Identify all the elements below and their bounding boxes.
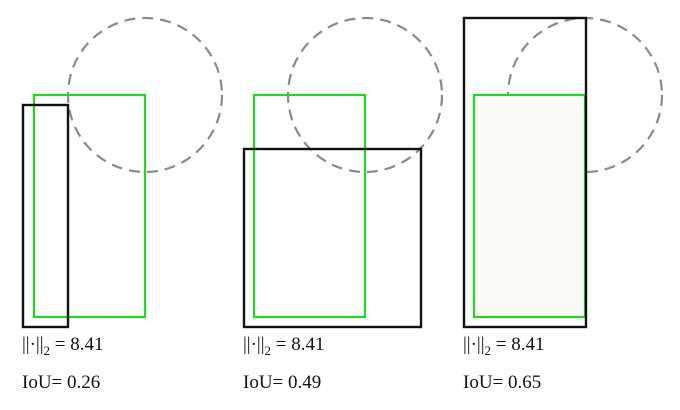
panel-1-iou-label: IoU= 0.26: [22, 372, 101, 393]
panel-1-norm-label: ||·||2 = 8.41: [22, 334, 104, 358]
panel-3-ground-truth-box: [472, 93, 587, 319]
panel-1-ground-truth-box: [32, 93, 147, 319]
panel-1-prediction-box: [21, 103, 70, 329]
panel-1: [21, 16, 224, 329]
panel-2-prediction-box: [242, 147, 423, 329]
panel-2: [242, 16, 444, 329]
panel-3: [462, 16, 664, 329]
panel-3-iou-label: IoU= 0.65: [463, 372, 542, 393]
panel-2-iou-label: IoU= 0.49: [243, 372, 322, 393]
panel-3-norm-label: ||·||2 = 8.41: [463, 334, 545, 358]
panel-2-ground-truth-box: [252, 93, 367, 319]
panel-3-prediction-box: [462, 16, 588, 329]
panel-2-norm-label: ||·||2 = 8.41: [243, 334, 325, 358]
